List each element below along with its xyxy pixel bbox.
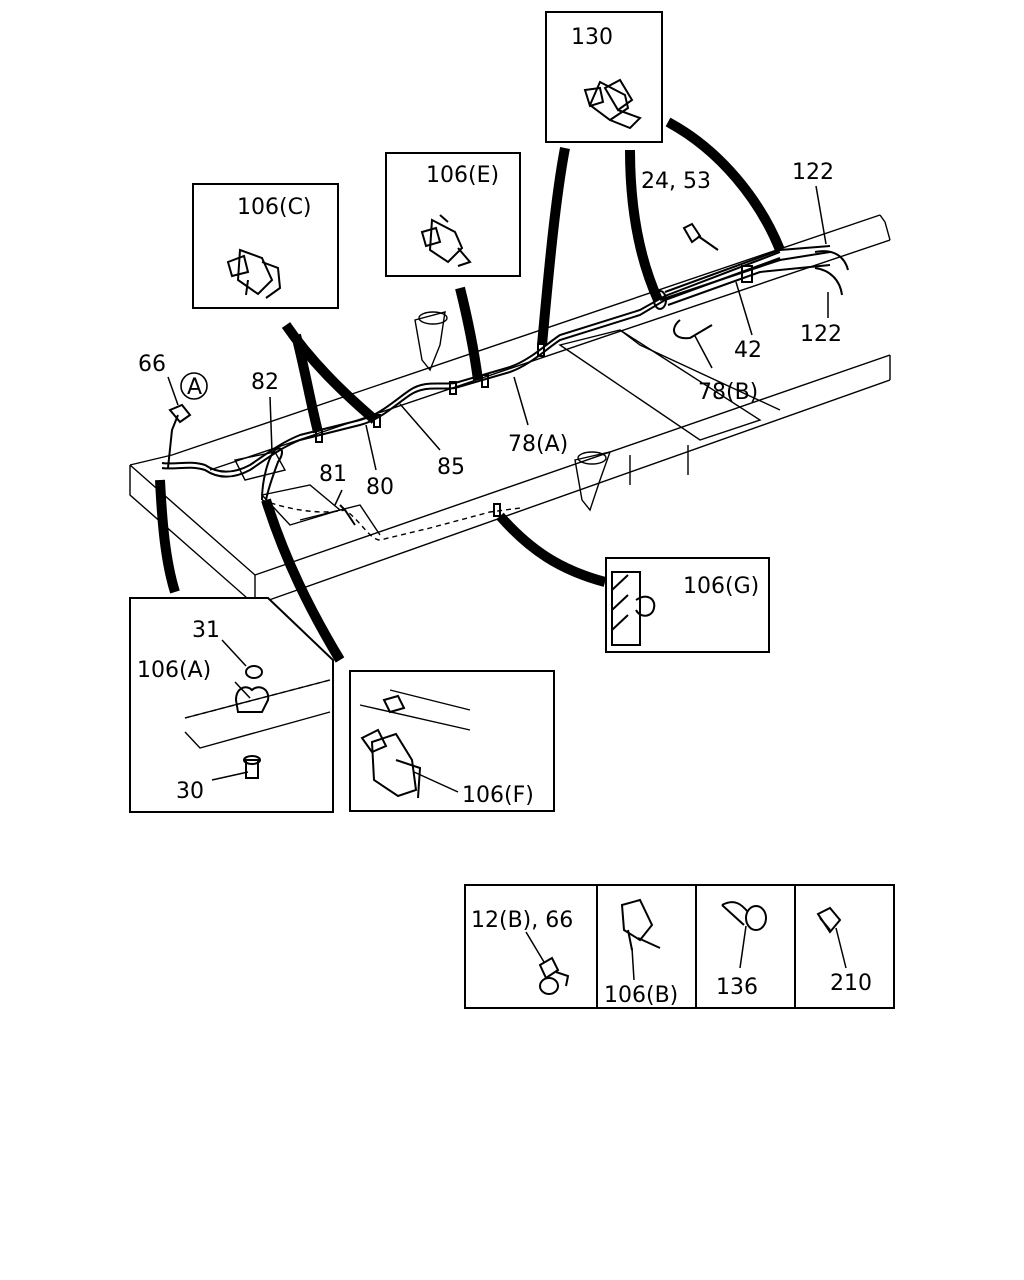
label-85: 85 [437, 455, 465, 480]
label-210: 210 [830, 971, 872, 996]
label-30: 30 [176, 779, 204, 804]
label-130: 130 [571, 25, 613, 50]
label-136: 136 [716, 975, 758, 1000]
label-12b-66: 12(B), 66 [471, 908, 573, 933]
label-106f: 106(F) [462, 783, 534, 808]
label-a: A [187, 375, 202, 400]
label-81: 81 [319, 462, 347, 487]
box-leaders [211, 639, 847, 981]
label-24-53: 24, 53 [641, 169, 711, 194]
label-66: 66 [138, 352, 166, 377]
label-122-top: 122 [792, 160, 834, 185]
detail-pointers [155, 117, 785, 663]
brake-pipes [161, 245, 849, 541]
label-122-bottom: 122 [800, 322, 842, 347]
detail-box-106e [385, 152, 521, 277]
label-106e: 106(E) [426, 163, 499, 188]
detail-box-106a [129, 597, 334, 813]
view-a-marker [180, 372, 208, 400]
detail-box-130 [545, 11, 663, 143]
label-106a: 106(A) [137, 658, 211, 683]
detail-box-106f [349, 670, 555, 812]
label-31: 31 [192, 618, 220, 643]
label-42: 42 [734, 338, 762, 363]
label-82: 82 [251, 370, 279, 395]
label-78b: 78(B) [698, 380, 758, 405]
detail-box-106g [605, 557, 770, 653]
label-106c: 106(C) [237, 195, 312, 220]
label-78a: 78(A) [508, 432, 568, 457]
label-80: 80 [366, 475, 394, 500]
detail-box-106c [192, 183, 339, 309]
callout-labels: 130 24, 53 122 122 106(E) 106(C) 42 78(B… [137, 25, 872, 1008]
label-106b: 106(B) [604, 983, 678, 1008]
parts-table [464, 884, 895, 1009]
label-106g: 106(G) [683, 574, 759, 599]
